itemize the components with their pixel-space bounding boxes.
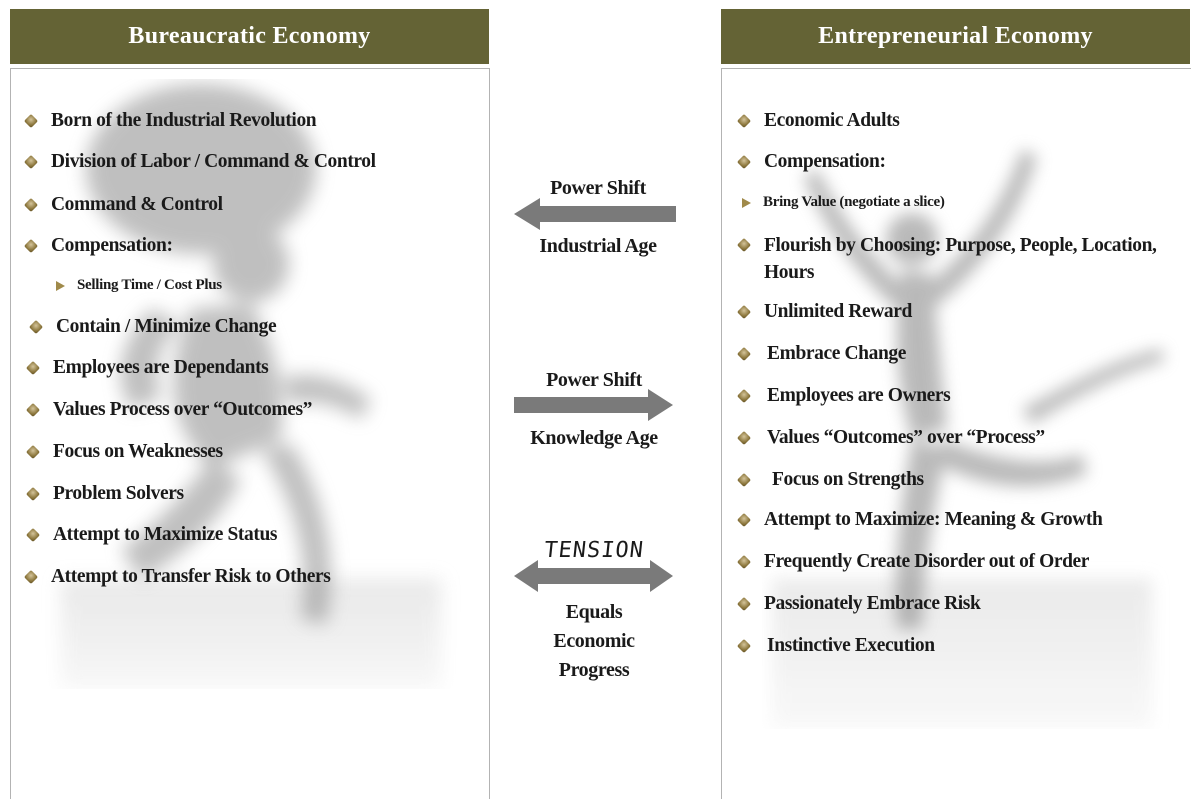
list-item: Compensation: bbox=[736, 151, 886, 173]
entrepreneurial-economy-panel: Economic Adults Compensation: Bring Valu… bbox=[721, 68, 1191, 799]
list-item: Focus on Weaknesses bbox=[25, 441, 223, 463]
knowledge-age-label: Knowledge Age bbox=[530, 427, 658, 449]
list-item: Flourish by Choosing: Purpose, People, L… bbox=[736, 232, 1169, 286]
list-item: Values Process over “Outcomes” bbox=[25, 399, 312, 421]
arrow-bullet-icon bbox=[742, 197, 751, 208]
diamond-bullet-icon bbox=[736, 638, 752, 654]
diamond-bullet-icon bbox=[23, 154, 39, 170]
bureaucratic-economy-title: Bureaucratic Economy bbox=[128, 23, 371, 49]
list-item: Attempt to Maximize: Meaning & Growth bbox=[736, 509, 1103, 531]
diamond-bullet-icon bbox=[23, 113, 39, 129]
list-item: Compensation: bbox=[23, 235, 173, 257]
diamond-bullet-icon bbox=[736, 430, 752, 446]
right-arrow-icon bbox=[514, 389, 673, 421]
diamond-bullet-icon bbox=[23, 238, 39, 254]
diamond-bullet-icon bbox=[736, 237, 752, 253]
list-item: Born of the Industrial Revolution bbox=[23, 110, 317, 132]
diamond-bullet-icon bbox=[736, 388, 752, 404]
entrepreneurial-economy-header: Entrepreneurial Economy bbox=[721, 9, 1190, 64]
diamond-bullet-icon bbox=[736, 304, 752, 320]
diamond-bullet-icon bbox=[23, 569, 39, 585]
left-arrow-icon bbox=[514, 198, 676, 230]
diamond-bullet-icon bbox=[25, 360, 41, 376]
industrial-age-label: Industrial Age bbox=[539, 235, 657, 257]
bureaucratic-economy-header: Bureaucratic Economy bbox=[10, 9, 489, 64]
list-item: Passionately Embrace Risk bbox=[736, 593, 981, 615]
list-item: Values “Outcomes” over “Process” bbox=[736, 427, 1045, 449]
list-item: Unlimited Reward bbox=[736, 301, 912, 323]
diamond-bullet-icon bbox=[28, 319, 44, 335]
diamond-bullet-icon bbox=[23, 197, 39, 213]
list-item: Problem Solvers bbox=[25, 483, 184, 505]
diamond-bullet-icon bbox=[736, 512, 752, 528]
diamond-bullet-icon bbox=[25, 527, 41, 543]
power-shift-label-2: Power Shift bbox=[546, 369, 642, 391]
diamond-bullet-icon bbox=[25, 402, 41, 418]
list-item: Focus on Strengths bbox=[736, 469, 924, 491]
list-subitem: Bring Value (negotiate a slice) bbox=[742, 194, 945, 211]
diamond-bullet-icon bbox=[736, 472, 752, 488]
diamond-bullet-icon bbox=[736, 154, 752, 170]
list-item: Command & Control bbox=[23, 194, 223, 216]
list-item: Division of Labor / Command & Control bbox=[23, 151, 376, 173]
equals-label: Equals bbox=[565, 601, 623, 623]
list-item: Economic Adults bbox=[736, 110, 900, 132]
diamond-bullet-icon bbox=[736, 554, 752, 570]
list-item: Frequently Create Disorder out of Order bbox=[736, 551, 1089, 573]
list-item: Employees are Owners bbox=[736, 385, 951, 407]
list-item: Employees are Dependants bbox=[25, 357, 269, 379]
economic-label: Economic bbox=[553, 630, 635, 652]
list-item: Contain / Minimize Change bbox=[28, 316, 277, 338]
list-item: Attempt to Transfer Risk to Others bbox=[23, 566, 331, 588]
entrepreneurial-traits-list: Economic Adults Compensation: Bring Valu… bbox=[722, 69, 1191, 799]
power-shift-label-1: Power Shift bbox=[550, 177, 646, 199]
diamond-bullet-icon bbox=[736, 596, 752, 612]
double-arrow-icon bbox=[514, 560, 673, 592]
diamond-bullet-icon bbox=[736, 346, 752, 362]
list-subitem: Selling Time / Cost Plus bbox=[56, 277, 222, 294]
list-item: Attempt to Maximize Status bbox=[25, 524, 277, 546]
list-item: Embrace Change bbox=[736, 343, 906, 365]
list-item: Instinctive Execution bbox=[736, 635, 935, 657]
diamond-bullet-icon bbox=[736, 113, 752, 129]
bureaucratic-traits-list: Born of the Industrial Revolution Divisi… bbox=[11, 69, 489, 799]
bureaucratic-economy-panel: Born of the Industrial Revolution Divisi… bbox=[10, 68, 490, 799]
entrepreneurial-economy-title: Entrepreneurial Economy bbox=[818, 23, 1093, 49]
diamond-bullet-icon bbox=[25, 486, 41, 502]
arrow-bullet-icon bbox=[56, 280, 65, 291]
diamond-bullet-icon bbox=[25, 444, 41, 460]
progress-label: Progress bbox=[558, 659, 630, 681]
